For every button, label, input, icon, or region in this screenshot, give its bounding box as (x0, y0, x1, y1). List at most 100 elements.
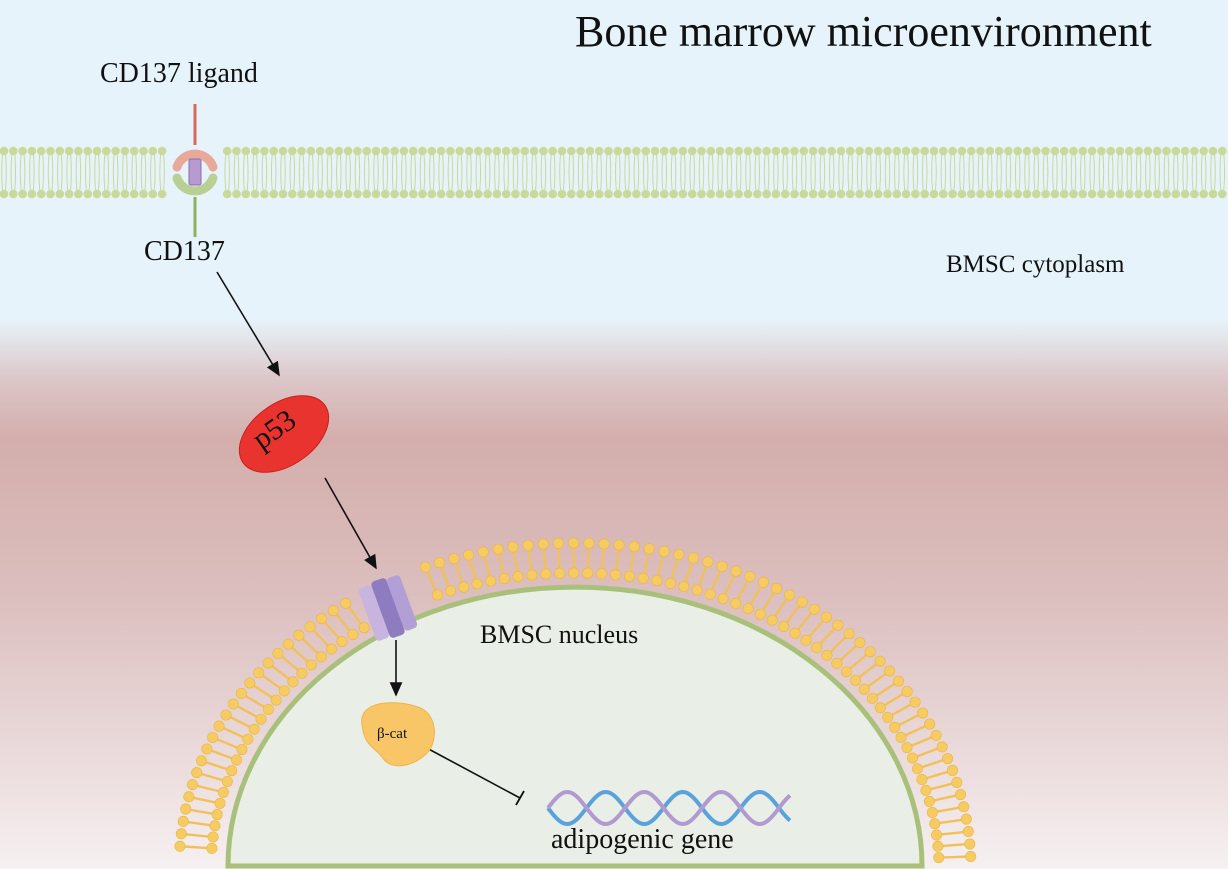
lipid-tail (717, 153, 723, 191)
lipid-head (235, 687, 247, 699)
lipid-tail (987, 153, 993, 191)
lipid-tail (624, 153, 630, 191)
lipid-head (1199, 146, 1208, 156)
lipid-head (1162, 189, 1171, 199)
lipid-tail (549, 153, 556, 191)
lipid-head (858, 683, 870, 695)
lipid-head (455, 189, 465, 199)
lipid-head (632, 146, 641, 156)
lipid-head (231, 754, 243, 766)
lipid-head (568, 567, 580, 579)
lipid-tail (1033, 153, 1040, 191)
lipid-head (1050, 146, 1060, 156)
lipid-head (474, 146, 483, 156)
lipid-head (623, 570, 635, 582)
lipid-head (483, 146, 492, 156)
lipid-head (1032, 146, 1041, 156)
lipid-head (436, 146, 446, 156)
lipid-tail (1098, 153, 1105, 191)
lipid-head (568, 537, 580, 549)
lipid-head (272, 647, 284, 659)
lipid-tail (1052, 153, 1058, 191)
lipid-tail (363, 153, 370, 191)
lipid-head (594, 189, 604, 199)
lipid-head (501, 146, 511, 156)
lipid-tail (243, 153, 249, 191)
lipid-head (929, 818, 941, 830)
lipid-head (911, 146, 920, 156)
lipid-tail (456, 153, 463, 191)
lipid-head (673, 548, 685, 560)
lipid-tail (847, 153, 854, 191)
lipid-head (994, 189, 1004, 199)
lipid-tail (819, 153, 826, 191)
lipid-head (832, 619, 844, 631)
lipid-tail (763, 153, 770, 191)
lipid-head (1180, 146, 1190, 156)
lipid-head (926, 807, 938, 819)
lipid-head (1078, 189, 1088, 199)
lipid-head (492, 146, 502, 156)
lipid-head (362, 189, 372, 199)
lipid-head (889, 721, 901, 733)
lipid-tail (150, 153, 156, 191)
lipid-head (408, 146, 418, 156)
lipid-head (1125, 146, 1134, 156)
lipid-head (1004, 189, 1013, 199)
lipid-head (55, 189, 65, 199)
lipid-head (762, 146, 771, 156)
lipid-head (687, 146, 697, 156)
lipid-head (177, 815, 189, 827)
lipid-tail (838, 153, 844, 191)
lipid-tail (735, 153, 742, 191)
lipid-tail (1042, 153, 1049, 191)
lipid-head (306, 189, 316, 199)
lipid-head (248, 723, 260, 735)
binding-core (188, 158, 202, 186)
lipid-head (873, 146, 883, 156)
lipid-tail (596, 153, 602, 191)
lipid-head (650, 189, 660, 199)
lipid-tail (112, 153, 119, 191)
lipid-head (895, 731, 907, 743)
lipid-tail (894, 153, 900, 191)
cd137-ligand-label: CD137 ligand (100, 58, 258, 89)
lipid-head (1069, 146, 1078, 156)
lipid-head (111, 189, 120, 199)
lipid-head (548, 189, 557, 199)
lipid-tail (494, 153, 500, 191)
lipid-head (840, 666, 852, 678)
lipid-tail (940, 153, 947, 191)
lipid-head (353, 189, 362, 199)
lipid-tail (1219, 153, 1226, 191)
lipid-head (1162, 146, 1171, 156)
lipid-head (955, 789, 967, 801)
lipid-head (548, 146, 557, 156)
lipid-head (827, 146, 836, 156)
lipid-head (866, 692, 878, 704)
lipid-head (985, 189, 995, 199)
lipid-head (511, 189, 520, 199)
lipid-head (288, 146, 297, 156)
lipid-head (511, 146, 520, 156)
lipid-head (730, 565, 742, 577)
lipid-head (92, 146, 102, 156)
cd137-ligand-shape (172, 149, 218, 172)
lipid-head (522, 539, 534, 551)
lipid-head (241, 189, 251, 199)
lipid-head (175, 828, 187, 840)
lipid-head (901, 189, 911, 199)
lipid-head (846, 189, 855, 199)
lipid-head (315, 189, 325, 199)
lipid-tail (1145, 153, 1151, 191)
lipid-head (622, 189, 632, 199)
lipid-head (702, 556, 714, 568)
lipid-head (316, 613, 328, 625)
lipid-head (46, 189, 55, 199)
lipid-head (976, 146, 985, 156)
lipid-head (206, 842, 218, 854)
lipid-head (241, 146, 251, 156)
lipid-head (697, 189, 706, 199)
lipid-head (250, 146, 260, 156)
lipid-head (27, 146, 37, 156)
